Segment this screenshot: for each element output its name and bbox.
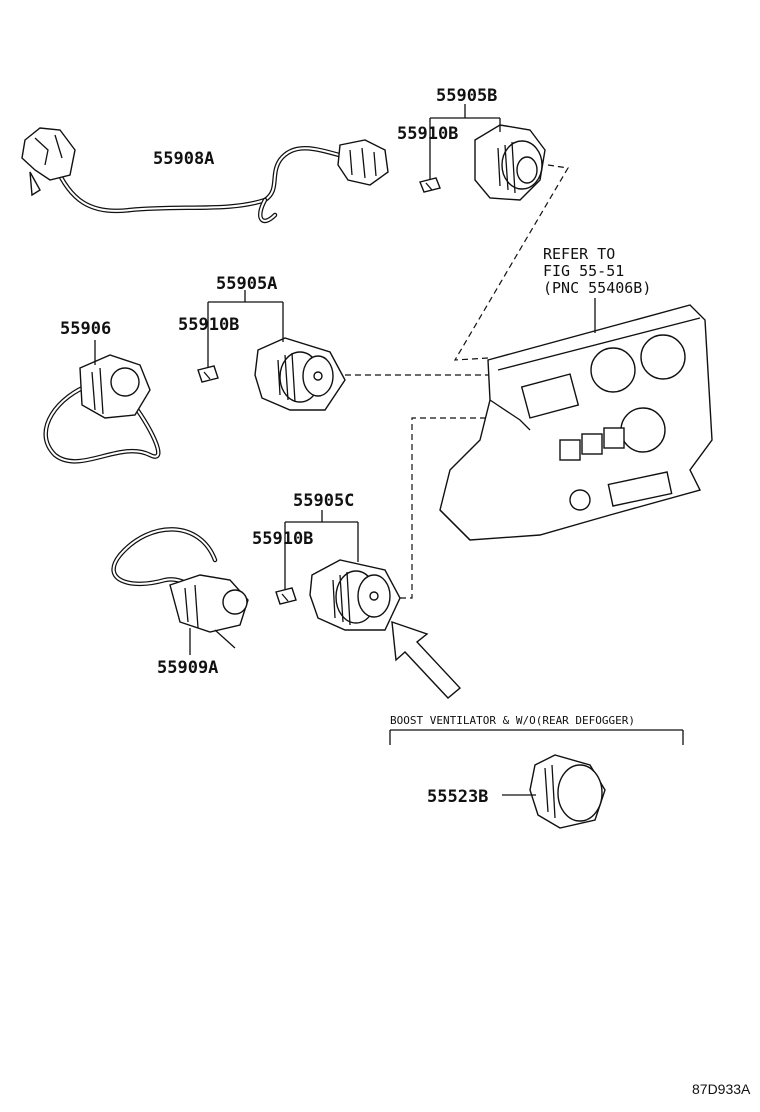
label-55910b-low: 55910B [252, 529, 313, 549]
cable-assembly-55906 [43, 354, 161, 464]
knob-55905b [474, 124, 546, 201]
label-55908a: 55908A [153, 149, 214, 169]
screw-55910b-top [419, 177, 441, 193]
dashboard-panel [439, 304, 713, 541]
arrow-indicator [391, 620, 462, 699]
cable-assembly-55908a [21, 127, 389, 223]
label-boost-ventilator: BOOST VENTILATOR & W/O(REAR DEFOGGER) [390, 714, 635, 727]
label-55910b-top: 55910B [397, 124, 458, 144]
label-55905c: 55905C [293, 491, 354, 511]
screw-55910b-mid [197, 365, 219, 383]
knob-55905a [254, 337, 346, 411]
label-55909a: 55909A [157, 658, 218, 678]
label-refer-to: REFER TO [543, 245, 615, 263]
label-55523b: 55523B [427, 787, 488, 807]
cable-assembly-55909a [111, 527, 249, 649]
screw-55910b-low [275, 587, 297, 605]
label-55905b: 55905B [436, 86, 497, 106]
label-55910b-mid: 55910B [178, 315, 239, 335]
label-fig-ref: FIG 55-51 [543, 262, 624, 280]
label-55906: 55906 [60, 319, 111, 339]
figure-id: 87D933A [692, 1081, 751, 1097]
knob-55905c [309, 559, 401, 631]
label-pnc-ref: (PNC 55406B) [543, 279, 651, 297]
label-55905a: 55905A [216, 274, 277, 294]
switch-55523b [529, 754, 606, 829]
